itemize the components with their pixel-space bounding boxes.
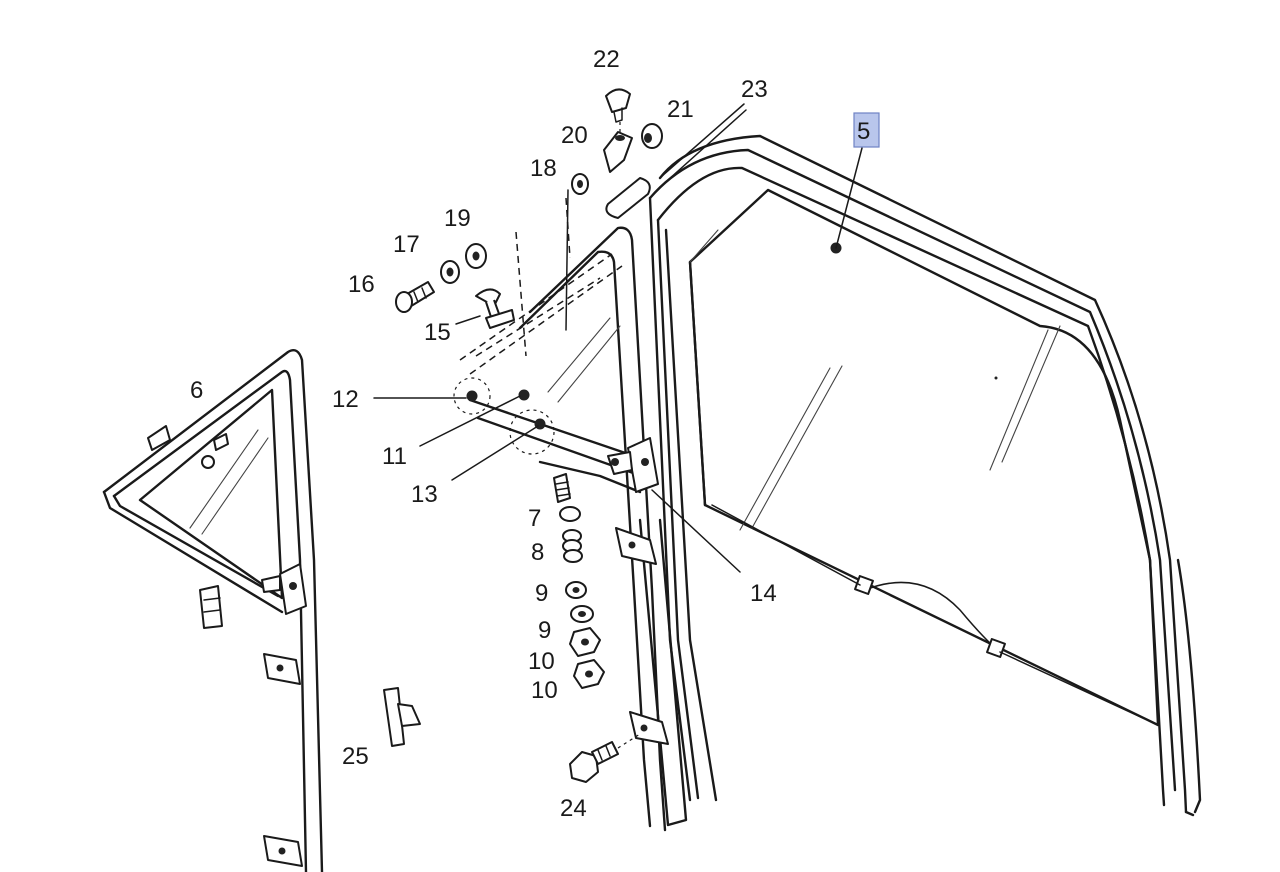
label-6: 6 — [190, 377, 203, 404]
label-17: 17 — [393, 231, 420, 258]
label-25: 25 — [342, 743, 369, 770]
door-glass-assembly — [648, 134, 1202, 817]
label-8: 8 — [531, 539, 544, 566]
label-21: 21 — [667, 96, 694, 123]
label-24: 24 — [560, 795, 587, 822]
label-7: 7 — [528, 505, 541, 532]
run-channel — [453, 226, 688, 832]
label-10b: 10 — [531, 677, 558, 704]
leader-lines — [373, 103, 747, 573]
callout-labels: 5 6 7 8 9 9 10 10 11 12 13 14 15 16 17 1… — [190, 46, 880, 822]
label-22: 22 — [593, 46, 620, 73]
highlight-box-5 — [853, 112, 880, 148]
label-16: 16 — [348, 271, 375, 298]
label-10a: 10 — [528, 648, 555, 675]
hardware-parts — [383, 88, 663, 783]
label-19: 19 — [444, 205, 471, 232]
label-9a: 9 — [535, 580, 548, 607]
label-9b: 9 — [538, 617, 551, 644]
label-20: 20 — [561, 122, 588, 149]
vent-window — [102, 349, 324, 872]
label-12: 12 — [332, 386, 359, 413]
label-13: 13 — [411, 481, 438, 508]
label-14: 14 — [750, 580, 777, 607]
label-23: 23 — [741, 76, 768, 103]
label-5: 5 — [857, 118, 870, 145]
label-15: 15 — [424, 319, 451, 346]
label-18: 18 — [530, 155, 557, 182]
label-11: 11 — [382, 443, 407, 470]
